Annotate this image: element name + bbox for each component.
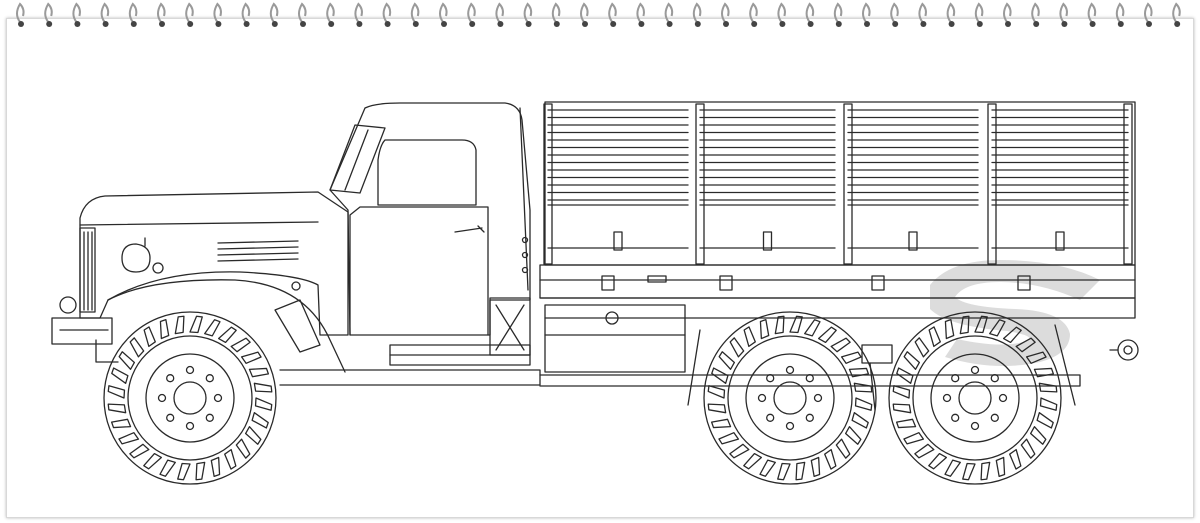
binding-ring [608,2,617,27]
binding-ring [1087,2,1097,27]
binding-ring [721,2,730,27]
binding-ring [326,2,335,27]
binding-ring [213,2,222,27]
binding-ring [1144,2,1153,27]
binding-ring [382,2,392,27]
binding-ring [1003,2,1012,27]
binding-ring [692,2,702,27]
stake-pockets [601,275,1031,291]
binding-ring [636,2,645,27]
front-wheel [103,311,277,485]
binding-ring [1115,2,1125,27]
binding-ring [16,2,25,27]
binding-ring [100,2,110,27]
front-bumper [51,296,119,363]
binding-ring [354,2,363,27]
cargo-bed [539,101,1136,319]
middle-wheel [703,311,877,485]
cargo-panel [695,103,836,265]
binding-ring [1172,2,1181,27]
binding-ring [664,2,674,27]
binding-ring [862,2,871,27]
spiral-binding [16,2,1181,27]
truck-hood [79,191,349,373]
binding-ring [551,2,561,27]
binding-ring [777,2,786,27]
chassis-frame [274,297,1081,387]
binding-ring [523,2,533,27]
watermark-logo [930,260,1100,366]
binding-ring [495,2,504,27]
binding-ring [269,2,279,27]
hood-vents [217,240,299,262]
binding-ring [1031,2,1040,27]
cargo-panel [543,103,689,265]
binding-ring [298,2,307,27]
cargo-side-boards [543,101,1136,266]
binding-ring [749,2,758,27]
binding-ring [805,2,815,27]
truck-cab [329,102,531,336]
binding-ring [918,2,927,27]
cargo-panel [843,103,979,265]
binding-ring [580,2,589,27]
binding-ring [974,2,984,27]
binding-ring [157,2,166,27]
binding-ring [1059,2,1068,27]
grille [79,227,96,313]
headlight [121,243,151,273]
binding-ring [467,2,476,27]
binding-ring [833,2,843,27]
windshield [329,124,386,194]
binding-ring [946,2,956,27]
binding-ring [128,2,138,27]
cargo-panel [987,103,1129,265]
binding-ring [185,2,194,27]
binding-ring [44,2,53,27]
binding-ring [241,2,251,27]
rear-hitch [687,324,1139,411]
binding-ring [72,2,81,27]
binding-ring [410,2,420,27]
rear-wheel [888,311,1062,485]
binding-ring [890,2,899,27]
binding-ring [439,2,448,27]
